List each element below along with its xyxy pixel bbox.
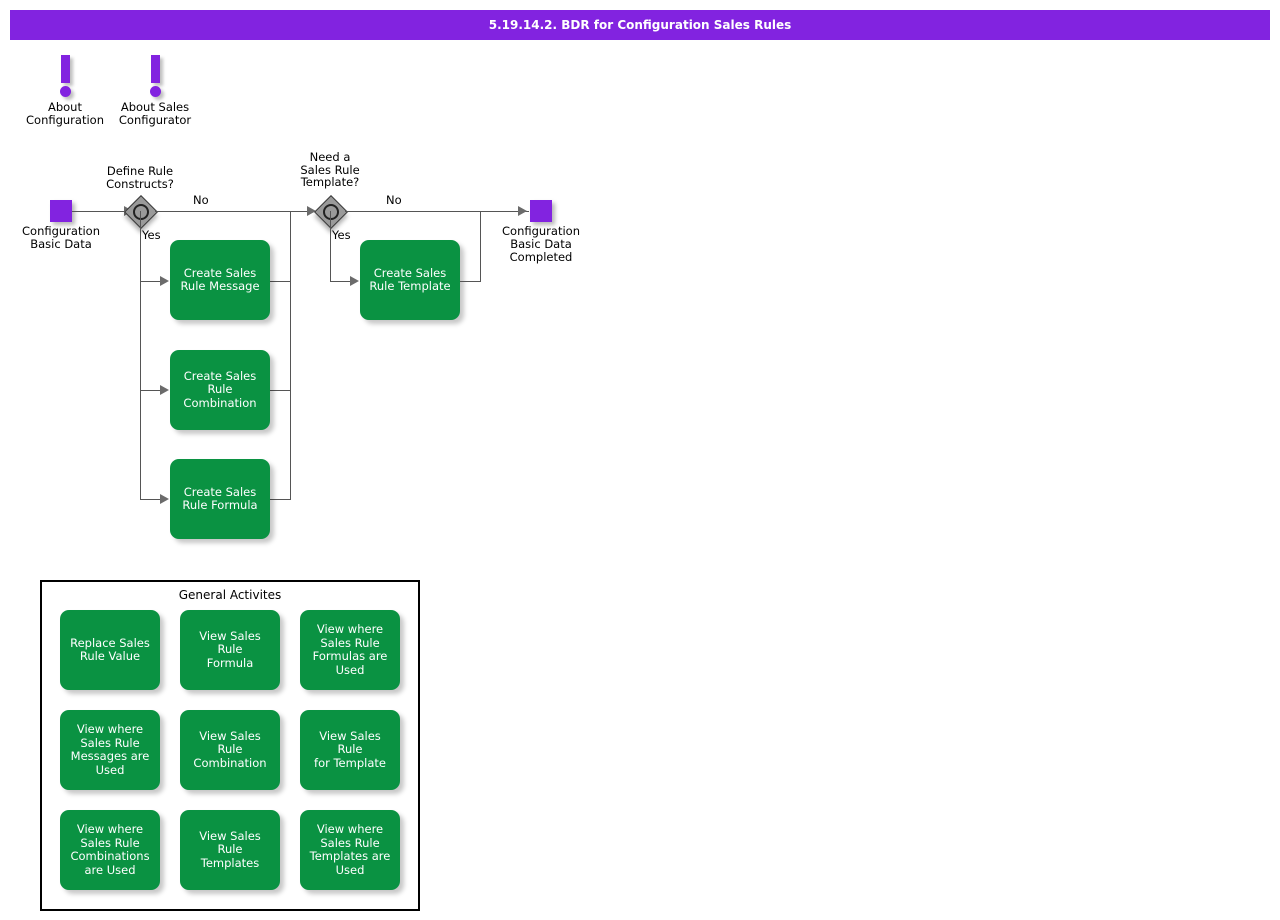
connector-to-create-sales-rule-message [140,281,165,282]
activity-view-where-sales-rule-formulas-are-used[interactable]: View where Sales Rule Formulas are Used [300,610,400,690]
connector-merge-spine-left-group [290,211,291,499]
activity-view-where-sales-rule-combinations-are-used[interactable]: View where Sales Rule Combinations are U… [60,810,160,890]
gateway-define-rule-constructs-label: Define Rule Constructs? [106,164,174,191]
end-event-configuration-basic-data-completed[interactable] [530,200,552,222]
connector-to-create-sales-rule-formula [140,499,165,500]
exclamation-icon [100,55,210,99]
activity-view-where-sales-rule-messages-are-used[interactable]: View where Sales Rule Messages are Used [60,710,160,790]
connector-gw1-no-to-gw2 [155,211,316,212]
connector-from-create-sales-rule-formula [270,499,291,500]
activity-view-sales-rule-for-template[interactable]: View Sales Rule for Template [300,710,400,790]
activity-view-where-sales-rule-templates-are-used[interactable]: View where Sales Rule Templates are Used [300,810,400,890]
arrowhead [307,206,316,216]
start-event-label: Configuration Basic Data [22,224,100,251]
activity-replace-sales-rule-value[interactable]: Replace Sales Rule Value [60,610,160,690]
gateway-need-sales-rule-template-label: Need a Sales Rule Template? [300,150,360,189]
gw1-yes-label: Yes [142,228,161,242]
connector-from-create-sales-rule-template [460,281,481,282]
end-event-label: Configuration Basic Data Completed [502,224,580,264]
about-configuration-link[interactable]: About Configuration [10,55,120,127]
gw2-no-label: No [386,193,402,207]
task-create-sales-rule-combination[interactable]: Create Sales Rule Combination [170,350,270,430]
page-title-bar: 5.19.14.2. BDR for Configuration Sales R… [10,10,1270,40]
about-sales-configurator-link[interactable]: About Sales Configurator [100,55,210,127]
arrowhead [160,385,169,395]
connector-from-create-sales-rule-message [270,281,291,282]
arrowhead [160,276,169,286]
connector-start-to-gw1 [72,211,126,212]
about-configuration-label: About Configuration [26,100,104,127]
connector-to-create-sales-rule-template [330,281,355,282]
gateway-define-rule-constructs[interactable] [124,195,158,229]
task-create-sales-rule-formula[interactable]: Create Sales Rule Formula [170,459,270,539]
task-create-sales-rule-message[interactable]: Create Sales Rule Message [170,240,270,320]
activity-view-sales-rule-templates[interactable]: View Sales Rule Templates [180,810,280,890]
connector-template-merge-spine [480,211,481,282]
connector-from-create-sales-rule-combination [270,390,291,391]
activity-view-sales-rule-combination[interactable]: View Sales Rule Combination [180,710,280,790]
general-activities-title: General Activites [178,588,282,602]
connector-to-create-sales-rule-combination [140,390,165,391]
about-sales-configurator-label: About Sales Configurator [118,100,192,127]
start-event-configuration-basic-data[interactable] [50,200,72,222]
arrowhead [350,276,359,286]
arrowhead [518,206,527,216]
task-create-sales-rule-template[interactable]: Create Sales Rule Template [360,240,460,320]
arrowhead [160,494,169,504]
connector-gw2-yes-spine [330,211,331,281]
connector-gw1-yes-spine [140,211,141,499]
activity-view-sales-rule-formula[interactable]: View Sales Rule Formula [180,610,280,690]
exclamation-icon [10,55,120,99]
gateway-need-sales-rule-template[interactable] [314,195,348,229]
connector-gw2-no-to-end [345,211,529,212]
page-title: 5.19.14.2. BDR for Configuration Sales R… [488,18,792,32]
gw1-no-label: No [193,193,209,207]
gw2-yes-label: Yes [332,228,351,242]
